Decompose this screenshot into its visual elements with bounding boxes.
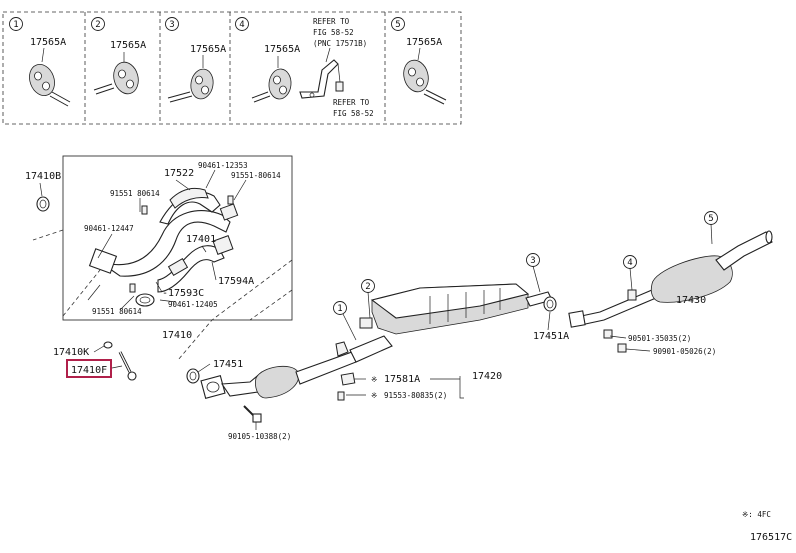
panel-3-number: 3: [169, 20, 174, 30]
exhaust-manifold-drawing: [88, 187, 239, 307]
panel-4-refer-top-2: FIG 58-52: [313, 28, 354, 37]
label-17430: 17430: [676, 295, 706, 306]
panel-3-part: 17565A: [190, 44, 226, 55]
panel-3: 3 17565A: [165, 17, 226, 103]
panel-5-circle: [391, 17, 405, 31]
label-91551-80614-right: 91551-80614: [231, 171, 281, 180]
label-90461-12405: 90461-12405: [168, 300, 218, 309]
panel-4-refer-bottom-2: FIG 58-52: [333, 109, 374, 118]
rubber-hanger-icon: [251, 68, 292, 103]
label-17581a: 17581A: [384, 374, 420, 385]
figure-code: 176517C: [750, 532, 792, 543]
panel-4-refer-top-1: REFER TO: [313, 17, 350, 26]
label-17594a: 17594A: [218, 276, 254, 287]
callout-4: 4: [627, 258, 632, 268]
panel-4: 4 17565A REFER TO FIG 58-52 (PNC 17571B)…: [235, 17, 374, 118]
rubber-hanger-icon: [29, 64, 71, 107]
callout-3: 3: [530, 256, 535, 266]
panel-2-circle: [91, 17, 105, 31]
panel-3-circle: [165, 17, 179, 31]
panel-5-number: 5: [395, 20, 400, 30]
label-17420: 17420: [472, 371, 502, 382]
manifold-box-frame: [62, 155, 293, 321]
rubber-hanger-icon: [93, 61, 139, 95]
manifold-group: 17522 90461-12353 91551-80614 91551 8061…: [32, 155, 293, 361]
highlight-17410f: [66, 359, 112, 378]
mark-91553: ※: [371, 391, 377, 400]
panel-2-number: 2: [95, 20, 100, 30]
panel-5: 5 17565A: [391, 17, 447, 105]
label-17401: 17401: [186, 234, 216, 245]
panel-4-refer-bottom-1: REFER TO: [333, 98, 370, 107]
label-17451: 17451: [213, 359, 243, 370]
label-17522: 17522: [164, 168, 194, 179]
label-91553-80835: 91553-80835(2): [384, 391, 447, 400]
panel-4-refer-top-3: (PNC 17571B): [313, 39, 367, 48]
panel-1-part: 17565A: [30, 37, 66, 48]
front-pipe-drawing: [200, 335, 393, 423]
footnote-4fc: ※: 4FC: [742, 510, 771, 519]
panel-4-number: 4: [239, 20, 244, 30]
panel-4-part: 17565A: [264, 44, 300, 55]
panel-1-circle: [9, 17, 23, 31]
callout-1: 1: [337, 304, 342, 314]
panel-5-part: 17565A: [406, 37, 442, 48]
washer-17410k: [103, 341, 113, 349]
bolt-90105: [243, 405, 262, 423]
callout-2: 2: [365, 282, 370, 292]
panel-strip-border: [2, 11, 462, 125]
rear-pipe-drawing: [543, 230, 773, 353]
label-17410b: 17410B: [25, 171, 61, 182]
center-muffler-drawing: [359, 283, 553, 335]
label-90461-12353: 90461-12353: [198, 161, 248, 170]
label-17451a: 17451A: [533, 331, 569, 342]
label-90461-12447: 90461-12447: [84, 224, 134, 233]
hanger-bracket-icon: [299, 59, 344, 99]
label-90105-10388: 90105-10388(2): [228, 432, 291, 441]
label-17410f: 17410F: [71, 365, 107, 376]
left-parts: 17410B 17410K 17410F 17451: [25, 171, 243, 384]
label-90501-35035: 90501-35035(2): [628, 334, 691, 343]
hanger-panels: 1 17565A 2 17565A: [2, 11, 462, 125]
panel-1: 1 17565A: [9, 17, 71, 107]
panel-2: 2 17565A: [91, 17, 146, 95]
panel-2-part: 17565A: [110, 40, 146, 51]
label-91551-80614-left: 91551 80614: [110, 189, 160, 198]
label-17410k: 17410K: [53, 347, 89, 358]
mark-17581a: ※: [371, 375, 377, 384]
stud-bolt-17410f: [118, 351, 137, 381]
rubber-hanger-icon: [167, 68, 214, 103]
callout-circles: 1 2 3 4 5: [333, 211, 718, 341]
panel-1-number: 1: [13, 20, 18, 30]
callout-5: 5: [708, 214, 713, 224]
panel-4-circle: [235, 17, 249, 31]
label-91551-80614-bottom: 91551 80614: [92, 307, 142, 316]
label-90901-05026: 90901-05026(2): [653, 347, 716, 356]
front-pipe-group: 90105-10388(2) ※ 17581A ※ 91553-80835(2)…: [200, 335, 502, 441]
label-17593c: -17593C: [162, 288, 204, 299]
manifold-box-label: 17410: [162, 330, 192, 341]
rubber-hanger-icon: [403, 59, 447, 105]
